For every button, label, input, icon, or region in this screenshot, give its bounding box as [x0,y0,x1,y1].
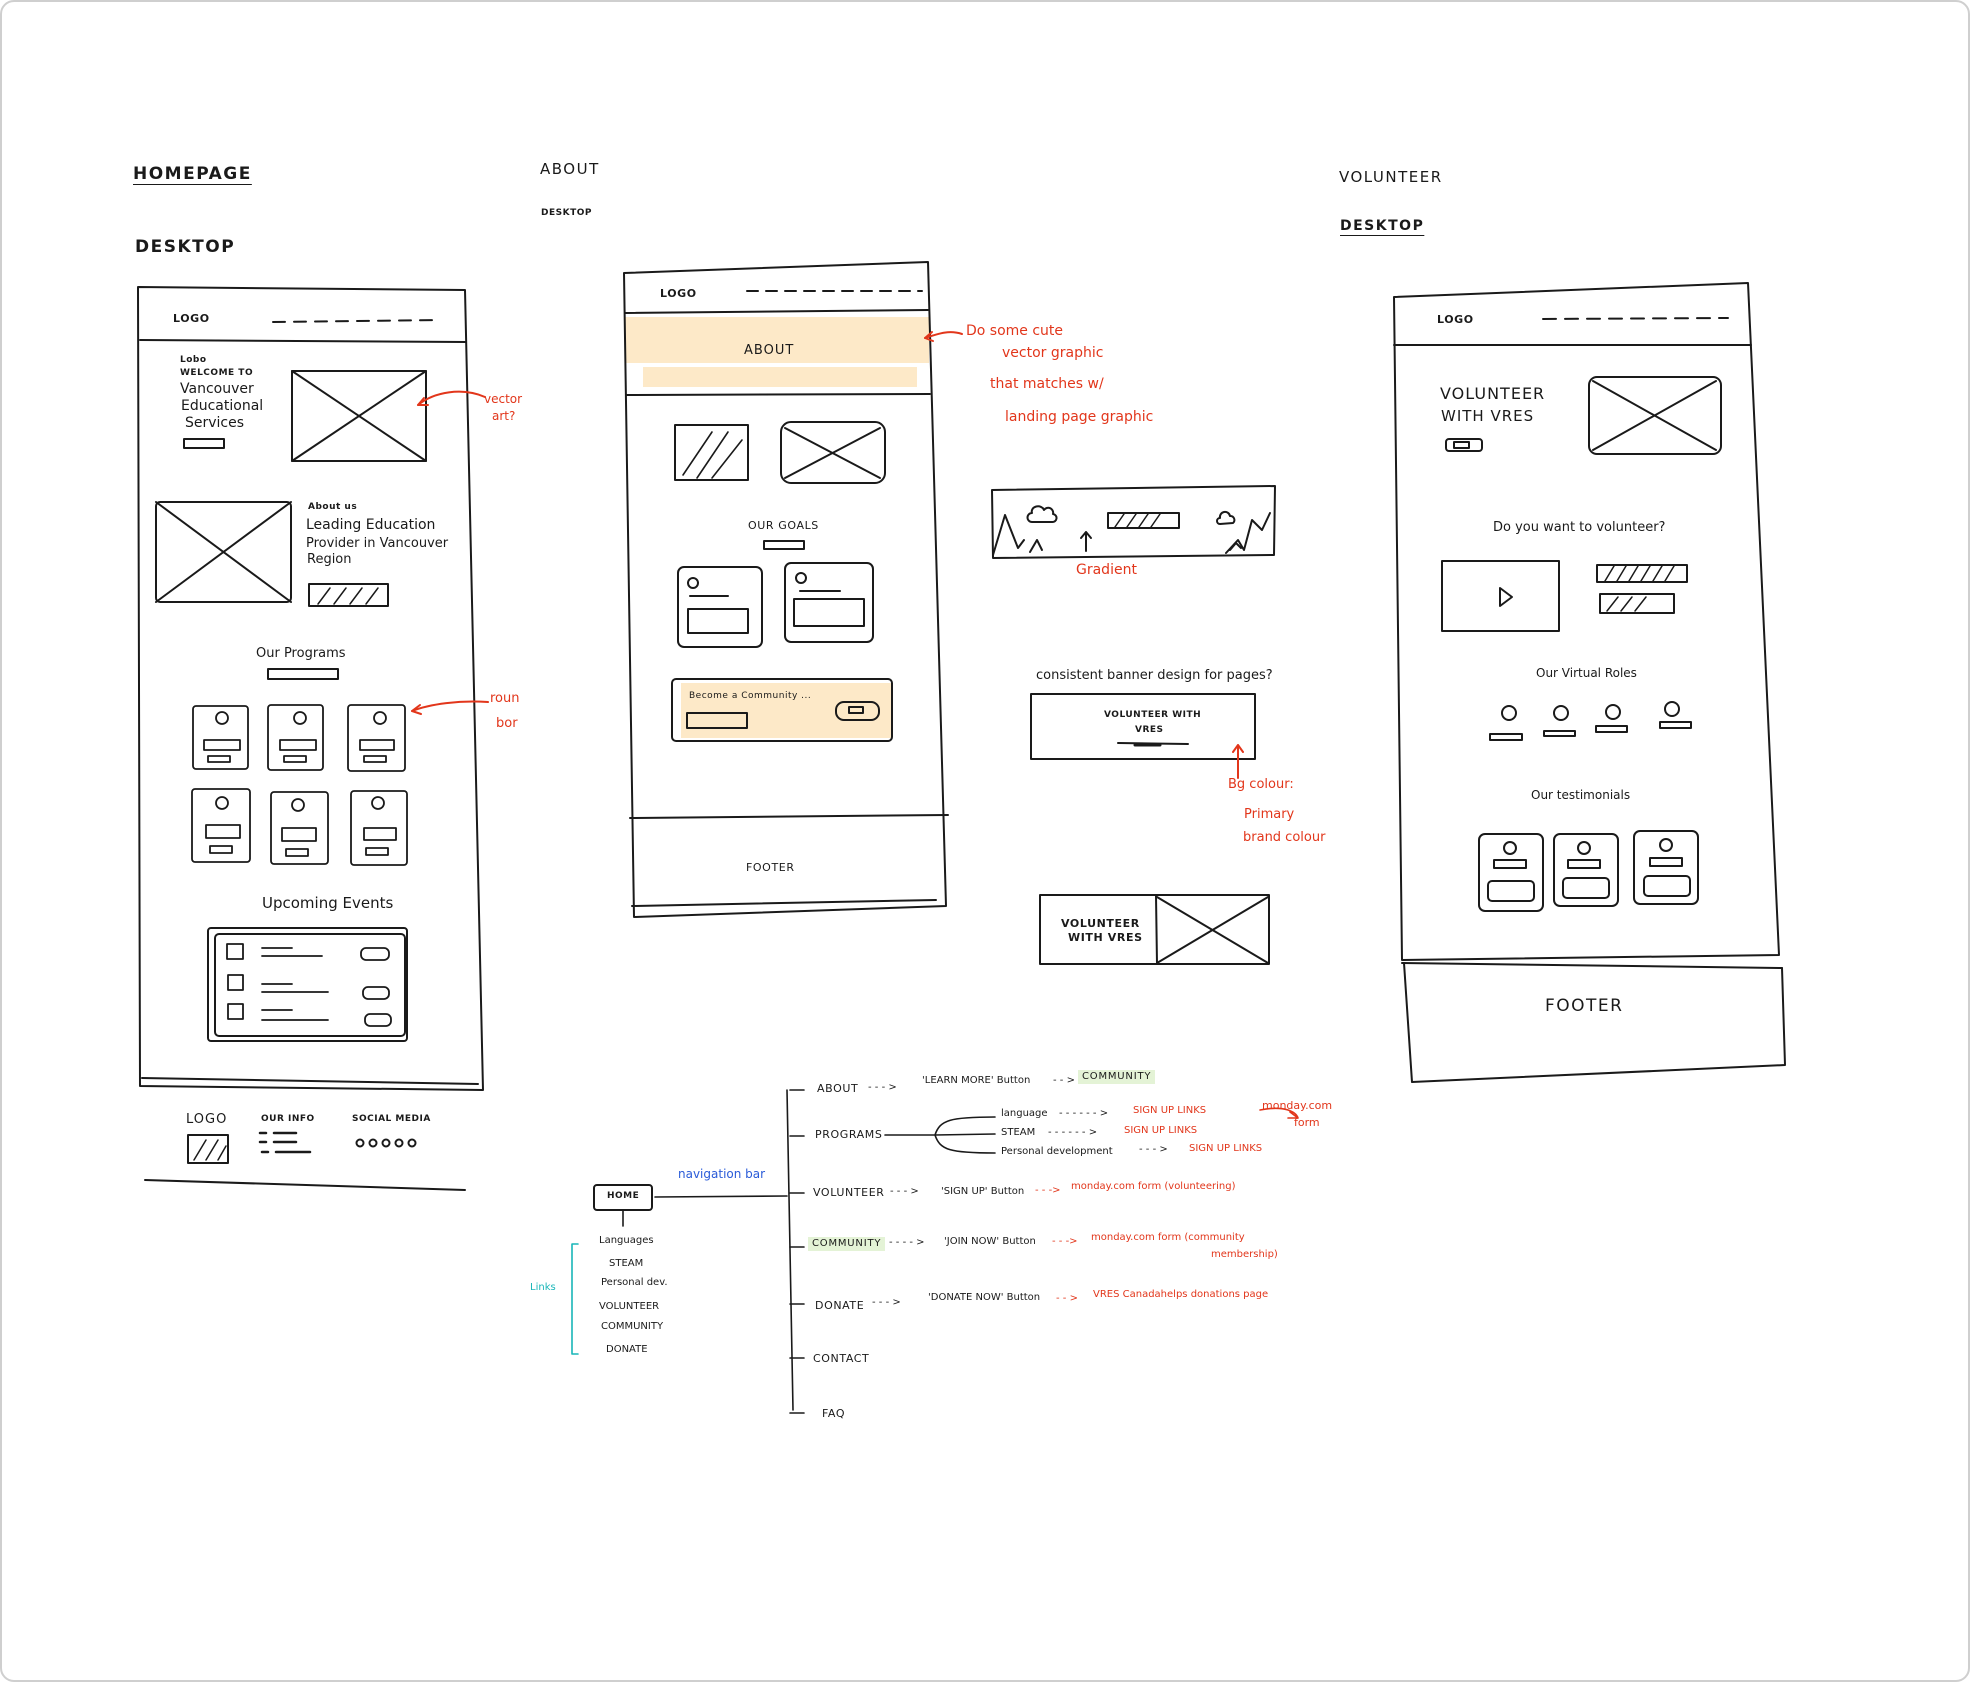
about-subheading: DESKTOP [541,208,592,218]
about-logo[interactable]: LOGO [660,287,697,300]
node-about: ABOUT [817,1082,859,1095]
program-personal-development: Personal development [1001,1146,1113,1157]
volunteer-subheading: DESKTOP [1340,218,1425,234]
about-heading: ABOUT [540,160,600,178]
monday-note-line-1: monday.com [1262,1099,1333,1112]
volunteer-hero-line-1: VOLUNTEER [1440,384,1546,403]
program-language: language [1001,1108,1048,1119]
community-cta-text: Become a Community ... [689,691,812,701]
about-note-line-2: vector graphic [1002,345,1104,361]
donate-target: VRES Canadahelps donations page [1093,1289,1269,1300]
node-donate: DONATE [815,1299,865,1312]
homepage-heading: HOMEPAGE [133,164,252,184]
hero-small-label: Lobo [180,355,207,365]
node-faq: FAQ [822,1407,846,1420]
volunteer-question: Do you want to volunteer? [1493,520,1666,535]
note-vector-line-1: vector [484,392,523,406]
about-us-label: About us [308,502,358,512]
link-donate: DONATE [606,1344,648,1355]
volunteer-action: 'SIGN UP' Button [941,1186,1025,1197]
about-note-line-1: Do some cute [966,323,1064,339]
virtual-roles-title: Our Virtual Roles [1536,666,1637,680]
banner-text-line-2: VRES [1135,725,1164,735]
node-contact: CONTACT [813,1352,870,1365]
node-community: COMMUNITY [808,1237,886,1251]
community-target-line-2: membership) [1211,1249,1278,1260]
node-programs: PROGRAMS [815,1128,883,1141]
volunteer-logo[interactable]: LOGO [1437,313,1474,326]
split-banner-line-2: WITH VRES [1068,931,1143,944]
homepage-logo[interactable]: LOGO [173,312,210,325]
about-banner-title: ABOUT [744,343,795,358]
events-title: Upcoming Events [262,894,394,912]
hero-welcome: WELCOME TO [180,368,254,378]
our-goals-title: OUR GOALS [748,519,819,532]
about-wireframe [623,261,963,918]
volunteer-target: monday.com form (volunteering) [1071,1181,1236,1192]
footer-social-label: SOCIAL MEDIA [352,1114,431,1124]
navigation-bar-label: navigation bar [678,1167,766,1181]
about-line-1: Leading Education [306,517,436,533]
footer-logo: LOGO [186,1112,228,1127]
node-volunteer: VOLUNTEER [813,1186,885,1199]
sitemap-tree [571,1089,1299,1414]
language-target: SIGN UP LINKS [1133,1105,1207,1116]
link-languages: Languages [599,1235,654,1246]
about-action: 'LEARN MORE' Button [922,1075,1031,1086]
sitemap-home-node: HOME [607,1191,640,1201]
bg-note-line-2: Primary [1244,807,1295,822]
community-action: 'JOIN NOW' Button [944,1236,1036,1247]
volunteer-wireframe [1393,282,1786,1083]
hero-name-line-1: Vancouver [180,381,254,397]
hero-name-line-2: Educational [181,398,264,414]
link-volunteer: VOLUNTEER [599,1301,660,1312]
personal-development-target: SIGN UP LINKS [1189,1143,1263,1154]
footer-info-label: OUR INFO [261,1114,315,1124]
split-banner-line-1: VOLUNTEER [1061,917,1140,930]
about-line-2: Provider in Vancouver [306,536,449,551]
gradient-label: Gradient [1076,562,1137,578]
about-note-line-4: landing page graphic [1005,409,1154,425]
community-target-line-1: monday.com form (community [1091,1232,1245,1243]
banner-text-line-1: VOLUNTEER WITH [1104,710,1202,720]
banner-question: consistent banner design for pages? [1036,668,1273,683]
about-footer: FOOTER [746,861,795,874]
about-note-line-3: that matches w/ [990,376,1104,392]
monday-note-line-2: form [1294,1116,1320,1129]
homepage-subheading: DESKTOP [135,237,236,257]
bg-note-line-3: brand colour [1243,830,1326,845]
volunteer-heading: VOLUNTEER [1339,168,1443,186]
homepage-wireframe [137,286,489,1191]
note-round-line-1: roun [490,691,520,706]
programs-title: Our Programs [256,646,346,661]
bg-note-line-1: Bg colour: [1228,777,1294,792]
volunteer-footer: FOOTER [1545,996,1624,1016]
note-vector-line-2: art? [492,409,516,423]
donate-action: 'DONATE NOW' Button [928,1292,1041,1303]
about-line-3: Region [307,552,352,567]
about-target: COMMUNITY [1078,1070,1156,1084]
link-community: COMMUNITY [601,1321,664,1332]
links-label: Links [530,1282,556,1293]
volunteer-hero-line-2: WITH VRES [1441,407,1535,425]
steam-target: SIGN UP LINKS [1124,1125,1198,1136]
testimonials-title: Our testimonials [1531,788,1631,802]
hero-name-line-3: Services [185,415,245,431]
link-steam: STEAM [609,1258,644,1269]
banner-sketches [991,485,1276,965]
link-personal-dev: Personal dev. [601,1277,668,1288]
note-round-line-2: bor [496,716,518,731]
program-steam: STEAM [1001,1127,1036,1138]
